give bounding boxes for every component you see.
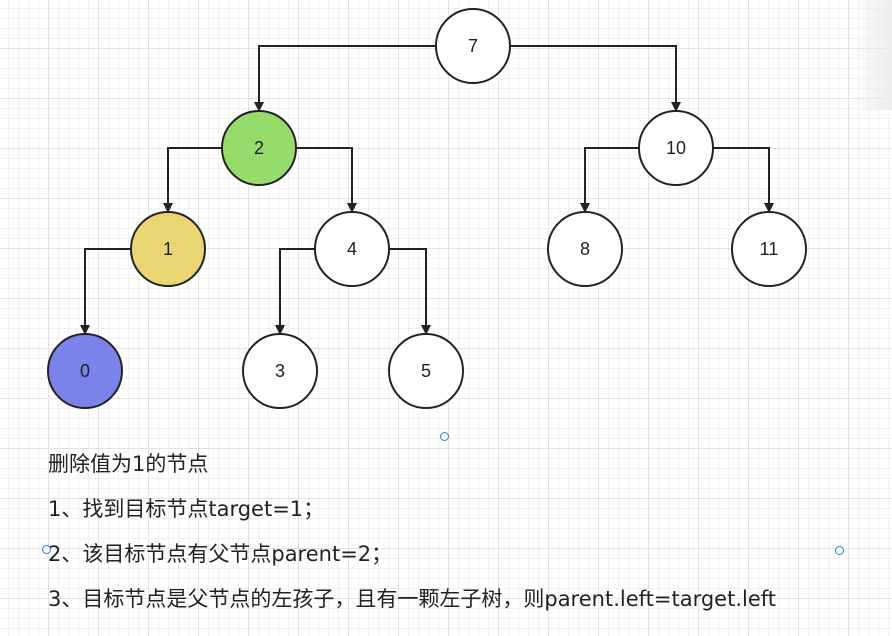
node-circle-11[interactable] [731,211,807,287]
node-label-1: 1 [163,239,173,259]
edge-4-to-5[interactable] [389,248,431,335]
tree-node-5[interactable]: 5 [388,333,464,409]
edge-10-to-11[interactable] [713,147,774,213]
edge-1-to-0[interactable] [80,248,131,335]
canvas-edge-shadow [852,0,892,110]
tree-node-0[interactable]: 0 [47,333,123,409]
edge-4-to-3[interactable] [275,248,315,335]
step-2-text: 2、该目标节点有父节点parent=2； [48,542,393,566]
edge-7-to-2[interactable] [254,45,436,112]
node-label-4: 4 [347,239,357,259]
edge-7-to-10[interactable] [510,45,681,112]
selection-handle-top[interactable] [440,432,449,441]
node-circle-8[interactable] [547,211,623,287]
tree-node-8[interactable]: 8 [547,211,623,287]
node-circle-7[interactable] [435,8,511,84]
edge-2-to-1[interactable] [163,147,222,213]
node-label-7: 7 [468,36,478,56]
step-1-text: 1、找到目标节点target=1； [48,497,325,521]
tree-node-10[interactable]: 10 [638,110,714,186]
node-circle-0[interactable] [47,333,123,409]
node-label-11: 11 [760,239,779,259]
node-label-2: 2 [254,138,264,158]
node-circle-5[interactable] [388,333,464,409]
tree-node-1[interactable]: 1 [130,211,206,287]
node-circle-2[interactable] [221,110,297,186]
selection-handle-left[interactable] [42,545,51,554]
tree-node-4[interactable]: 4 [314,211,390,287]
tree-node-7[interactable]: 7 [435,8,511,84]
node-label-0: 0 [80,361,90,381]
binary-tree-diagram: 7 2 10 1 4 8 11 0 3 5 [47,8,807,409]
node-label-8: 8 [580,239,590,259]
node-label-3: 3 [275,361,285,381]
tree-node-3[interactable]: 3 [242,333,318,409]
tree-node-2[interactable]: 2 [221,110,297,186]
step-3-text: 3、目标节点是父节点的左孩子，且有一颗左子树，则parent.left=targ… [48,587,777,611]
edge-2-to-4[interactable] [296,147,357,213]
node-circle-1[interactable] [130,211,206,287]
node-circle-4[interactable] [314,211,390,287]
node-label-5: 5 [421,361,431,381]
tree-node-11[interactable]: 11 [731,211,807,287]
node-label-10: 10 [666,138,686,158]
node-circle-3[interactable] [242,333,318,409]
edge-10-to-8[interactable] [580,147,639,213]
selection-handle-right[interactable] [835,546,844,555]
explanation-title: 删除值为1的节点 [48,452,209,476]
node-circle-10[interactable] [638,110,714,186]
